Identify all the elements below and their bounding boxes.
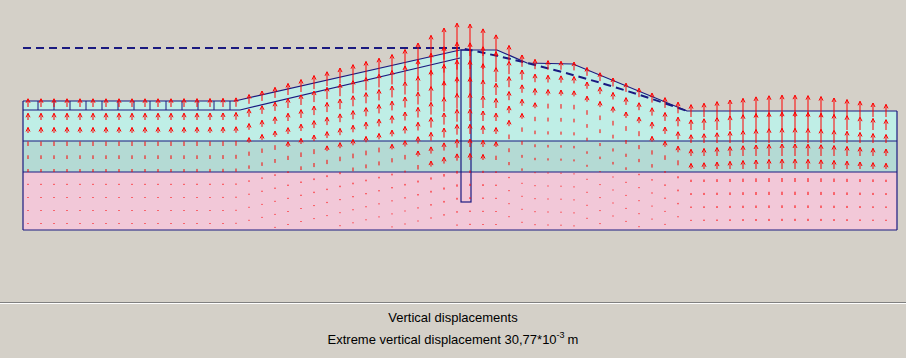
result-text: Extreme vertical displacement 30,77*10 bbox=[328, 332, 557, 347]
middle-soil bbox=[23, 141, 897, 172]
panel-divider bbox=[0, 303, 906, 304]
arrow-field bbox=[26, 23, 888, 228]
panel-divider bbox=[0, 302, 906, 303]
panel-line: Vertical displacements bbox=[0, 310, 906, 326]
exponent: -3 bbox=[557, 330, 565, 340]
info-panel: Vertical displacementsExtreme vertical d… bbox=[0, 304, 906, 358]
view-title: Vertical displacements bbox=[388, 310, 517, 325]
panel-line: Extreme vertical displacement 30,77*10-3… bbox=[0, 332, 906, 349]
lower-soil bbox=[23, 172, 897, 230]
unit: m bbox=[568, 332, 579, 347]
upper-soil bbox=[23, 50, 897, 141]
canvas-ground bbox=[0, 0, 906, 302]
displacement-arrows bbox=[26, 23, 888, 228]
model-outline bbox=[23, 50, 897, 230]
